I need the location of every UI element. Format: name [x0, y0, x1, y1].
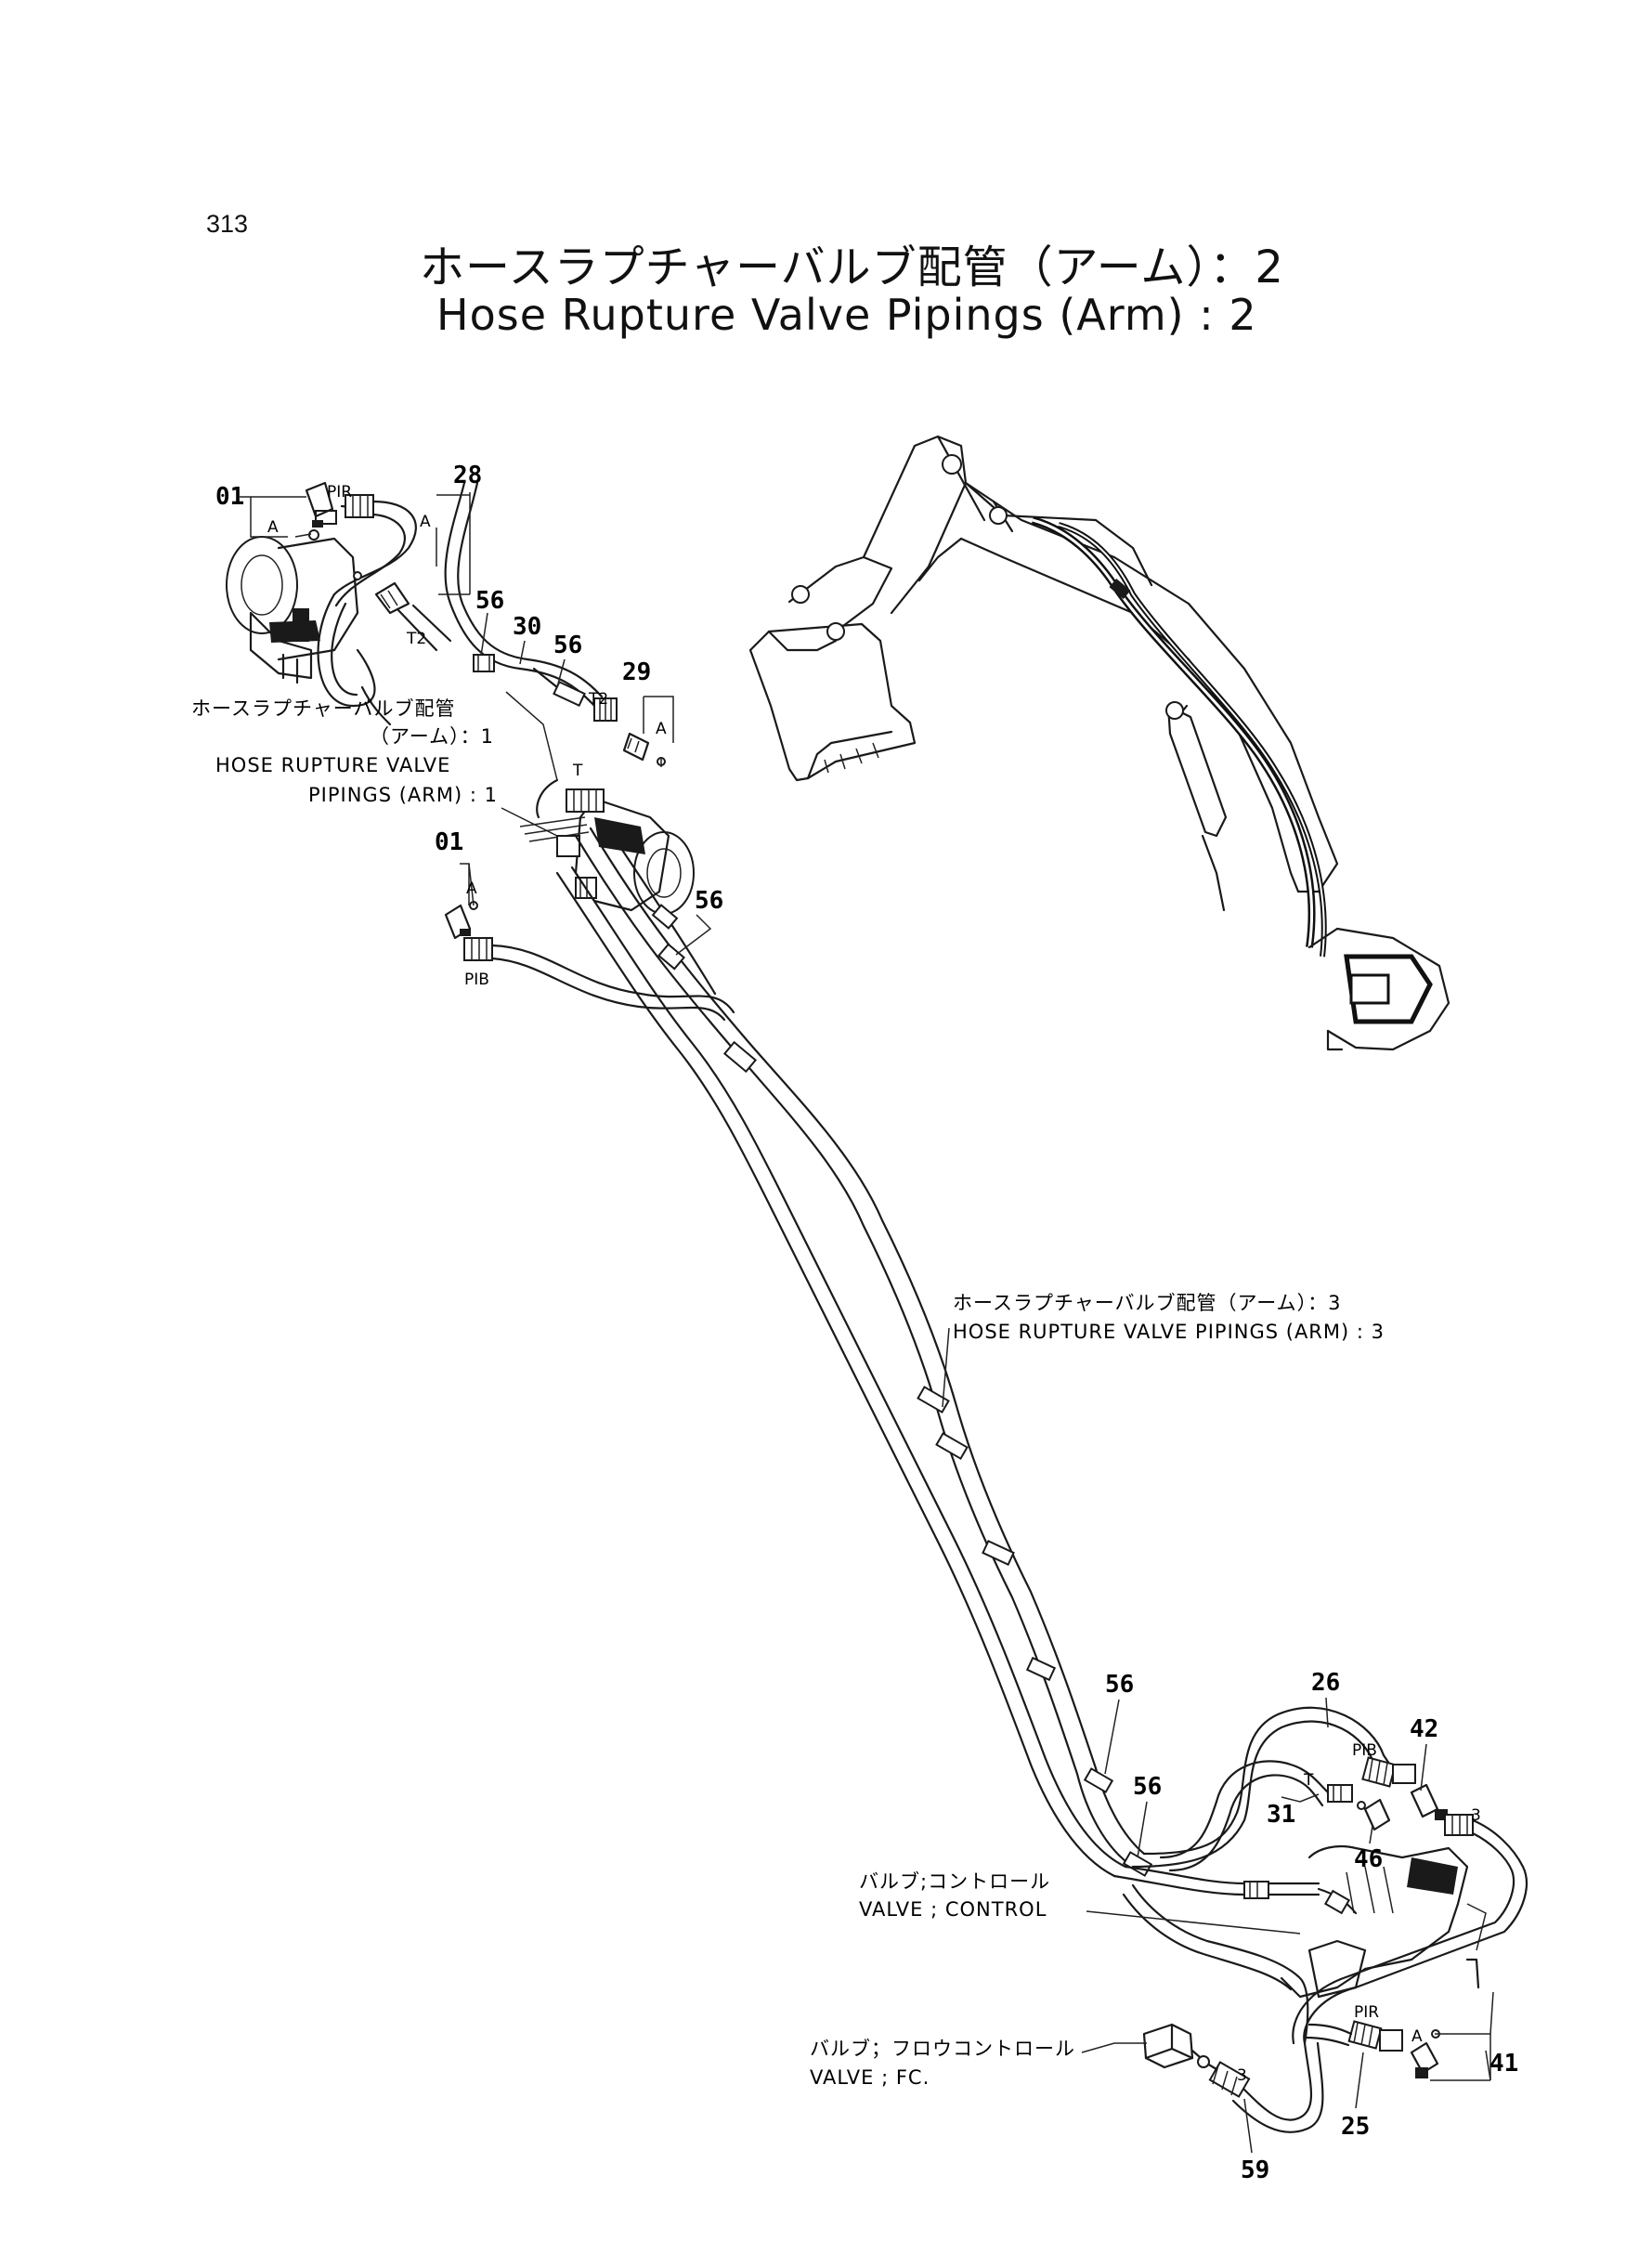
annotation-arm1-jp-line1: ホースラプチャーバルブ配管 [191, 697, 456, 720]
annotation-arm3-en: HOSE RUPTURE VALVE PIPINGS (ARM) : 3 [953, 1321, 1385, 1343]
label-t-mid: T [572, 762, 583, 780]
label-56-d: 56 [1105, 1671, 1134, 1699]
title-japanese: ホースラプチャーバルブ配管（アーム）：2 [420, 241, 1284, 293]
annotation-control-valve-en: VALVE ; CONTROL [859, 1898, 1047, 1921]
label-56-c: 56 [695, 887, 723, 915]
label-a-right: A [1411, 2027, 1423, 2046]
leader-lines [240, 492, 1494, 2154]
label-a-29: A [656, 720, 667, 738]
label-30: 30 [513, 613, 541, 641]
excavator-arm-illustration [748, 435, 1450, 1051]
label-a-28: A [420, 513, 431, 531]
label-42: 42 [1410, 1715, 1438, 1743]
label-29: 29 [622, 658, 651, 686]
page-number: 313 [206, 210, 249, 238]
label-56-b: 56 [553, 632, 582, 659]
label-01-mid: 01 [435, 828, 463, 856]
control-valve-piping [1112, 1706, 1528, 2133]
label-59: 59 [1241, 2156, 1269, 2184]
label-26: 26 [1311, 1669, 1340, 1697]
label-pir-right: PIR [1354, 2003, 1379, 2022]
label-28: 28 [453, 462, 482, 489]
label-pir-top: PIR [327, 483, 352, 502]
annotation-fc-valve-en: VALVE ; FC. [810, 2066, 930, 2089]
main-hose-bundle [555, 827, 1153, 1878]
label-pib-right: PIB [1352, 1741, 1377, 1760]
part-number-labels: 01 A PIR 28 A 56 30 56 T2 T2 29 A T 01 A… [215, 462, 1518, 2184]
label-25: 25 [1341, 2113, 1370, 2141]
annotation-arm1-en-line2: PIPINGS (ARM) : 1 [308, 784, 498, 806]
hose-rupture-valve-top [226, 481, 735, 1022]
annotations: ホースラプチャーバルブ配管 （アーム）：1 HOSE RUPTURE VALVE… [191, 697, 1385, 2089]
label-56-a: 56 [475, 587, 504, 615]
label-a-top-left: A [267, 518, 279, 537]
label-t2-b: T2 [588, 690, 608, 709]
annotation-arm1-en-line1: HOSE RUPTURE VALVE [215, 754, 450, 776]
label-56-e: 56 [1133, 1773, 1162, 1801]
label-46: 46 [1354, 1845, 1383, 1873]
label-31: 31 [1267, 1801, 1295, 1829]
label-t-right: T [1303, 1771, 1314, 1790]
annotation-arm1-jp-line2: （アーム）：1 [370, 725, 494, 748]
annotation-fc-valve-jp: バルブ；フロウコントロール [810, 2038, 1075, 2060]
label-pib-left: PIB [464, 971, 489, 989]
label-41: 41 [1489, 2050, 1518, 2078]
annotation-control-valve-jp: バルブ;コントロール [859, 1870, 1050, 1893]
label-3-a: 3 [1471, 1806, 1481, 1825]
label-01-top: 01 [215, 483, 244, 511]
label-t2-a: T2 [406, 630, 426, 648]
title-english: Hose Rupture Valve Pipings (Arm) : 2 [436, 290, 1257, 340]
label-a-mid: A [466, 879, 477, 898]
label-3-b: 3 [1237, 2066, 1247, 2085]
annotation-arm3-jp: ホースラプチャーバルブ配管（アーム）：3 [953, 1292, 1342, 1314]
